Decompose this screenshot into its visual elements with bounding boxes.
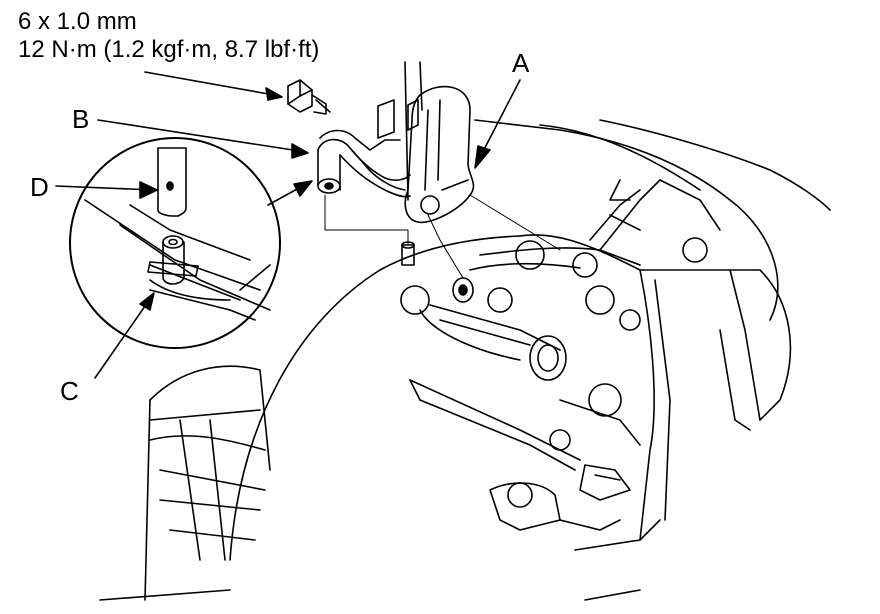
callout-label-c: C bbox=[60, 376, 79, 406]
bracket-a bbox=[404, 85, 475, 224]
callout-label-b: B bbox=[72, 104, 90, 134]
engine-components bbox=[400, 179, 721, 531]
guide-lines bbox=[324, 194, 561, 279]
bolt bbox=[287, 79, 331, 115]
leader-lines bbox=[55, 71, 521, 379]
torque-specification: 6 x 1.0 mm 12 N·m (1.2 kgf·m, 8.7 lbf·ft… bbox=[18, 8, 319, 64]
engine-outline bbox=[229, 119, 831, 601]
torque-value-text: 12 N·m (1.2 kgf·m, 8.7 lbf·ft) bbox=[18, 36, 320, 63]
bolt-size-text: 6 x 1.0 mm bbox=[18, 8, 137, 35]
callout-label-d: D bbox=[30, 172, 49, 202]
grommet bbox=[452, 277, 474, 303]
transmission-housing bbox=[99, 365, 271, 601]
detail-view bbox=[69, 137, 281, 349]
hose-b bbox=[317, 129, 411, 198]
callout-label-a: A bbox=[512, 48, 530, 78]
